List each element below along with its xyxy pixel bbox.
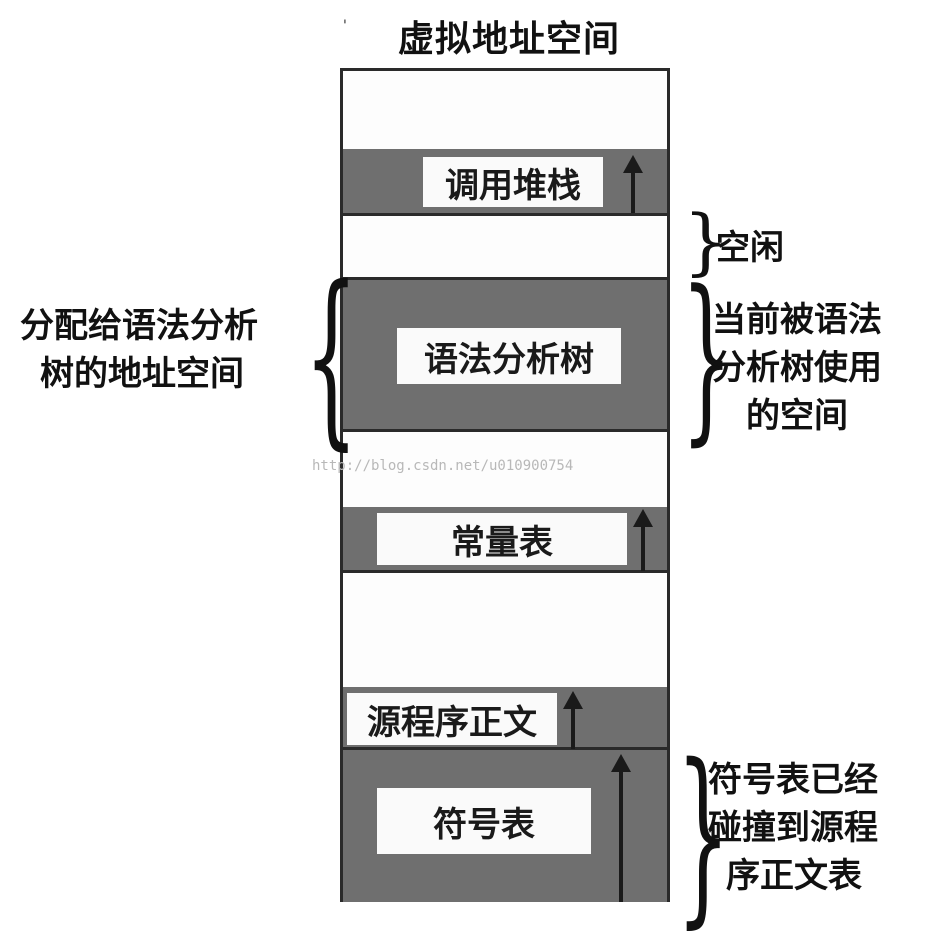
parse-tree-label: 语法分析树	[397, 328, 621, 384]
source-text-region: 源程序正文	[343, 687, 667, 750]
parse-annotation-line3: 的空间	[746, 396, 848, 436]
symbol-table-region: 符号表	[343, 750, 667, 902]
free-brace: }	[683, 199, 729, 283]
symbol-annotation-line2: 碰撞到源程	[708, 808, 878, 848]
constant-table-label: 常量表	[377, 513, 627, 565]
source-text-label: 源程序正文	[347, 693, 557, 745]
free-region	[343, 216, 667, 280]
constant-table-arrow-icon	[633, 509, 653, 571]
diagram-title: 虚拟地址空间	[398, 19, 621, 60]
parse-annotation-line1: 当前被语法	[712, 300, 882, 340]
symbol-annotation-line1: 符号表已经	[708, 760, 878, 800]
call-stack-region: 调用堆栈	[343, 149, 667, 216]
middle-free-region	[343, 432, 667, 507]
watermark-text: http://blog.csdn.net/u010900754	[312, 458, 574, 474]
left-annotation-line1: 分配给语法分析	[20, 306, 258, 346]
symbol-brace: }	[676, 724, 731, 945]
parse-brace: }	[681, 253, 733, 462]
stray-mark: '	[343, 18, 347, 34]
free-annotation: 空闲	[716, 228, 784, 268]
symbol-table-arrow-icon	[611, 754, 631, 902]
top-free-region	[343, 71, 667, 149]
symbol-table-label: 符号表	[377, 788, 591, 854]
parse-annotation-line2: 分析树使用	[712, 348, 882, 388]
call-stack-label: 调用堆栈	[423, 157, 603, 207]
source-text-arrow-icon	[563, 691, 583, 749]
left-brace: {	[304, 246, 359, 467]
address-space-column: 调用堆栈 语法分析树 常量表 源程序正文 符号表	[340, 68, 670, 902]
left-annotation-line2: 树的地址空间	[40, 354, 244, 394]
parse-tree-region: 语法分析树	[343, 280, 667, 432]
call-stack-arrow-icon	[623, 155, 643, 213]
constant-table-region: 常量表	[343, 507, 667, 573]
symbol-annotation-line3: 序正文表	[726, 856, 862, 896]
lower-free-region	[343, 573, 667, 687]
